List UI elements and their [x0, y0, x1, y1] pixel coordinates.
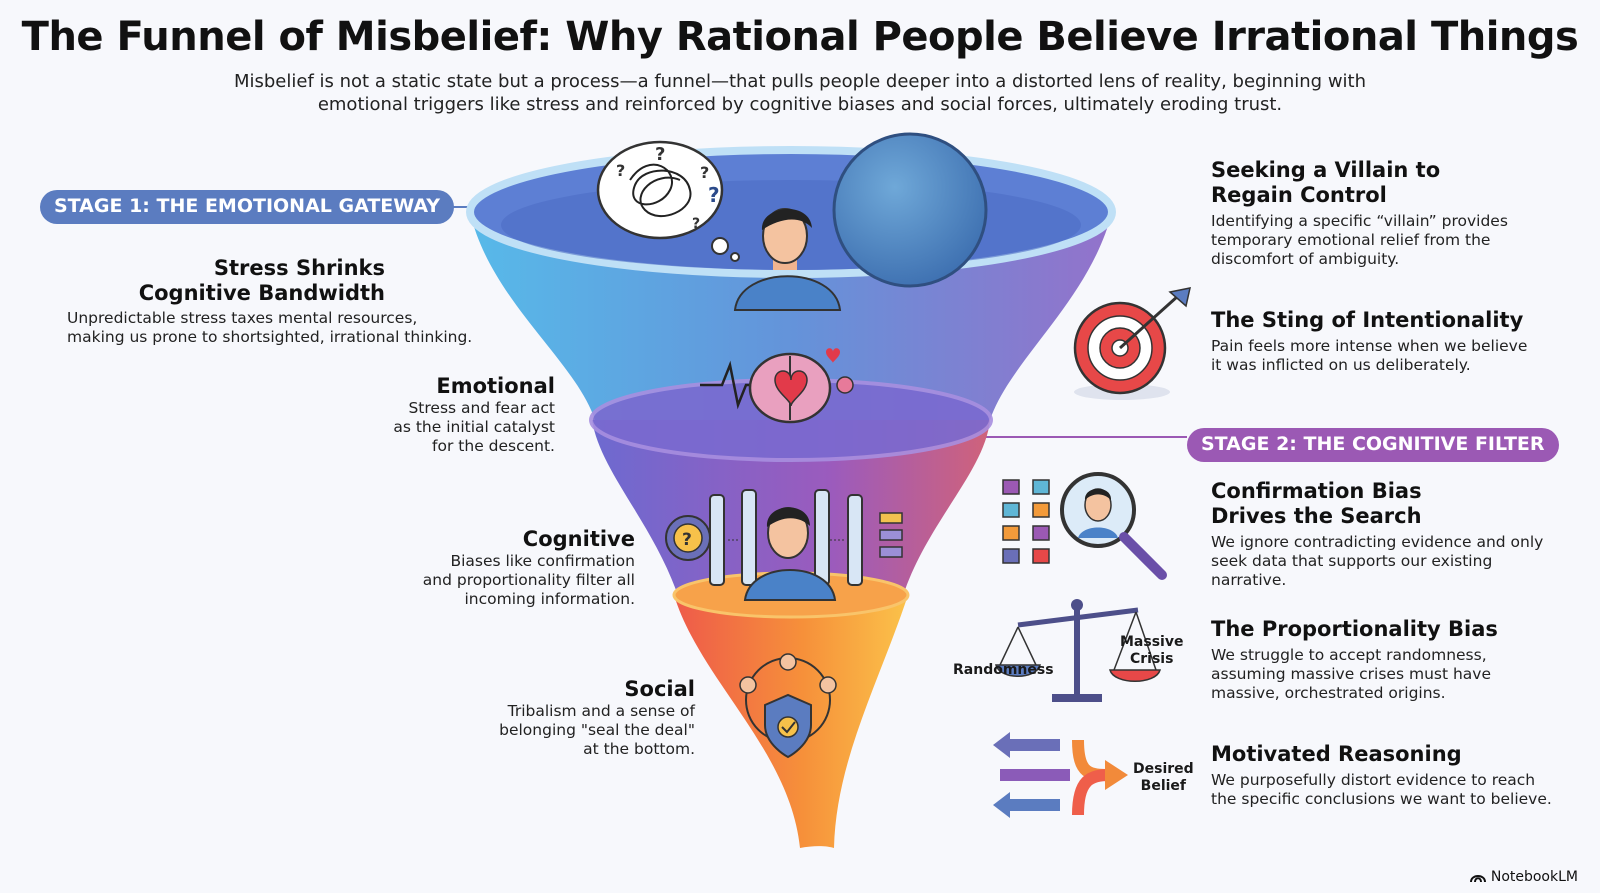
stress-description: Unpredictable stress taxes mental resour…: [67, 309, 487, 347]
motivated-desc-line1: We purposefully distort evidence to reac…: [1211, 771, 1536, 789]
stage1-label: STAGE 1: THE EMOTIONAL GATEWAY: [40, 190, 455, 224]
balance-scale-icon: [995, 599, 1161, 702]
villain-title-line2: Regain Control: [1211, 183, 1387, 207]
cognitive-desc-line3: incoming information.: [464, 590, 635, 608]
brand-label: NotebookLM: [1490, 869, 1578, 885]
emotional-desc-line3: for the descent.: [432, 437, 555, 455]
confirmation-desc-line2: seek data that supports our existing: [1211, 552, 1493, 570]
sting-section: The Sting of Intentionality Pain feels m…: [1211, 308, 1581, 375]
social-section: Social Tribalism and a sense of belongin…: [395, 677, 695, 759]
social-desc-line1: Tribalism and a sense of: [507, 702, 695, 720]
page-subtitle: Misbelief is not a static state but a pr…: [233, 71, 1367, 115]
stress-desc-line2: making us prone to shortsighted, irratio…: [67, 328, 473, 346]
stress-title-line1: Stress Shrinks: [213, 256, 385, 280]
cognitive-section: Cognitive Biases like confirmation and p…: [335, 527, 635, 609]
emotional-section: Emotional Stress and fear act as the ini…: [275, 374, 555, 456]
motivated-desc-line2: the specific conclusions we want to beli…: [1211, 790, 1552, 808]
sphere-icon: [832, 132, 988, 288]
svg-text:?: ?: [682, 530, 692, 550]
confirmation-desc-line1: We ignore contradicting evidence and onl…: [1211, 533, 1544, 551]
stress-desc-line1: Unpredictable stress taxes mental resour…: [67, 309, 418, 327]
social-shield-icon: [739, 653, 837, 759]
stress-title-line2: Cognitive Bandwidth: [138, 281, 385, 305]
sting-desc-line1: Pain feels more intense when we believe: [1211, 337, 1528, 355]
desired-label-line2: Belief: [1140, 778, 1187, 794]
desired-label-line1: Desired: [1133, 761, 1194, 777]
notebooklm-brand: NotebookLM: [1469, 869, 1578, 885]
sting-desc-line2: it was inflicted on us deliberately.: [1211, 356, 1471, 374]
page-title: The Funnel of Misbelief: Why Rational Pe…: [21, 14, 1579, 60]
villain-desc-line2: temporary emotional relief from the: [1211, 231, 1491, 249]
confirmation-title-line2: Drives the Search: [1211, 504, 1422, 528]
cognitive-desc-line1: Biases like confirmation: [450, 552, 635, 570]
proportionality-desc-line1: We struggle to accept randomness,: [1211, 646, 1487, 664]
proportionality-desc-line2: assuming massive crises must have: [1211, 665, 1492, 683]
notebooklm-logo-icon: [1469, 875, 1486, 883]
output-bars-icon: [879, 512, 903, 558]
proportionality-title: The Proportionality Bias: [1211, 617, 1498, 641]
confused-thought-icon: ? ? ? ? ?: [596, 140, 740, 262]
cognitive-title: Cognitive: [522, 527, 635, 551]
social-title: Social: [624, 677, 695, 701]
villain-title-line1: Seeking a Villain to: [1211, 158, 1441, 182]
motivated-section: Motivated Reasoning We purposefully dist…: [1211, 742, 1581, 809]
proportionality-desc-line3: massive, orchestrated origins.: [1211, 684, 1446, 702]
svg-text:?: ?: [616, 161, 625, 180]
magnifier-search-icon: [1002, 472, 1167, 580]
stress-section: Stress Shrinks Cognitive Bandwidth: [45, 256, 385, 306]
svg-text:?: ?: [655, 144, 665, 165]
confirmation-desc-line3: narrative.: [1211, 571, 1287, 589]
social-desc-line3: at the bottom.: [583, 740, 695, 758]
massive-label-line1: Massive: [1120, 634, 1184, 650]
massive-label-line2: Crisis: [1130, 651, 1174, 667]
person-icon: [733, 208, 842, 311]
brain-heart-icon: [700, 348, 854, 424]
gear-question-icon: ?: [665, 515, 711, 561]
villain-desc-line1: Identifying a specific “villain” provide…: [1211, 212, 1508, 230]
filter-lens-icon: [709, 489, 863, 601]
stage2-label: STAGE 2: THE COGNITIVE FILTER: [1187, 428, 1559, 462]
svg-text:?: ?: [700, 163, 709, 182]
target-dart-icon: [1073, 287, 1191, 400]
emotional-desc-line2: as the initial catalyst: [393, 418, 555, 436]
converging-arrows-icon: [993, 732, 1128, 818]
massive-crisis-label: Massive Crisis: [1120, 634, 1183, 668]
emotional-title: Emotional: [436, 374, 555, 398]
confirmation-title-line1: Confirmation Bias: [1211, 479, 1422, 503]
villain-section: Seeking a Villain to Regain Control Iden…: [1211, 158, 1581, 269]
motivated-title: Motivated Reasoning: [1211, 742, 1462, 766]
confirmation-section: Confirmation Bias Drives the Search We i…: [1211, 479, 1581, 590]
svg-text:?: ?: [692, 216, 700, 232]
sting-title: The Sting of Intentionality: [1211, 308, 1524, 332]
cognitive-desc-line2: and proportionality filter all: [422, 571, 635, 589]
social-desc-line2: belonging "seal the deal": [499, 721, 695, 739]
desired-belief-label: Desired Belief: [1133, 761, 1194, 795]
svg-text:?: ?: [708, 183, 720, 207]
emotional-desc-line1: Stress and fear act: [408, 399, 555, 417]
randomness-label: Randomness: [953, 662, 1054, 678]
proportionality-section: The Proportionality Bias We struggle to …: [1211, 617, 1581, 703]
villain-desc-line3: discomfort of ambiguity.: [1211, 250, 1400, 268]
